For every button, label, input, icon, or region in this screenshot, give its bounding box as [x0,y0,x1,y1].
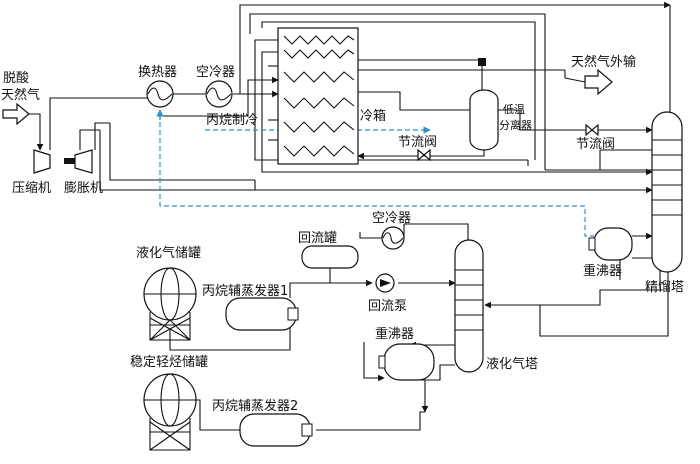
label-fractionator: 精馏塔 [645,280,684,295]
throttle-valve-left [417,148,431,162]
expander [64,149,93,174]
label-propane-refrigeration: 丙烷制冷 [206,113,258,128]
label-throttle-valve-right: 节流阀 [576,137,615,152]
lpg-tower [454,239,484,373]
label-air-cooler-mid: 空冷器 [372,211,411,226]
heat-exchanger [146,80,174,108]
lpg-storage-tank [143,267,197,341]
air-cooler-mid [381,226,405,250]
feed-arrow-icon [2,102,30,126]
label-separator-1: 低温 [503,103,525,116]
label-separator-2: 分离器 [499,118,532,132]
propane-evaporator-1 [225,297,299,331]
labels: 脱酸 天然气 压缩机 膨胀机 换热器 空冷器 丙烷制冷 冷箱 节流阀 低温 分离… [1,54,684,414]
low-temp-separator [469,89,499,151]
label-reboiler-right: 重沸器 [583,263,622,279]
reboiler-mid [378,343,435,381]
label-expander: 膨胀机 [64,181,103,196]
label-reflux-drum: 回流罐 [298,231,337,246]
label-reflux-pump: 回流泵 [368,299,407,314]
compressor [33,149,51,174]
label-gas-export: 天然气外输 [571,54,636,70]
air-cooler-top [205,80,233,108]
label-air-cooler-top: 空冷器 [196,65,235,80]
reboiler-right [588,227,633,261]
label-deacid-2: 天然气 [1,87,40,103]
label-compressor: 压缩机 [12,180,51,196]
stable-light-hc-tank [143,373,197,451]
fractionator-column [651,111,683,273]
label-heat-exchanger: 换热器 [138,65,177,80]
export-arrow-icon [584,68,613,96]
label-cold-box: 冷箱 [360,108,386,124]
reflux-pump [375,273,395,293]
label-throttle-valve-left: 节流阀 [398,135,437,150]
cold-box [277,27,359,165]
label-lpg-tank: 液化气储罐 [136,245,201,261]
label-lpg-tower: 液化气塔 [486,356,538,372]
label-propane-evaporator-1: 丙烷辅蒸发器1 [202,283,288,299]
throttle-valve-right [585,123,599,137]
propane-evaporator-2 [239,413,313,447]
label-deacid-1: 脱酸 [3,71,29,86]
reflux-drum [301,245,359,269]
label-propane-evaporator-2: 丙烷辅蒸发器2 [212,398,298,414]
label-stable-tank: 稳定轻烃储罐 [130,354,208,370]
label-reboiler-mid: 重沸器 [375,326,414,342]
